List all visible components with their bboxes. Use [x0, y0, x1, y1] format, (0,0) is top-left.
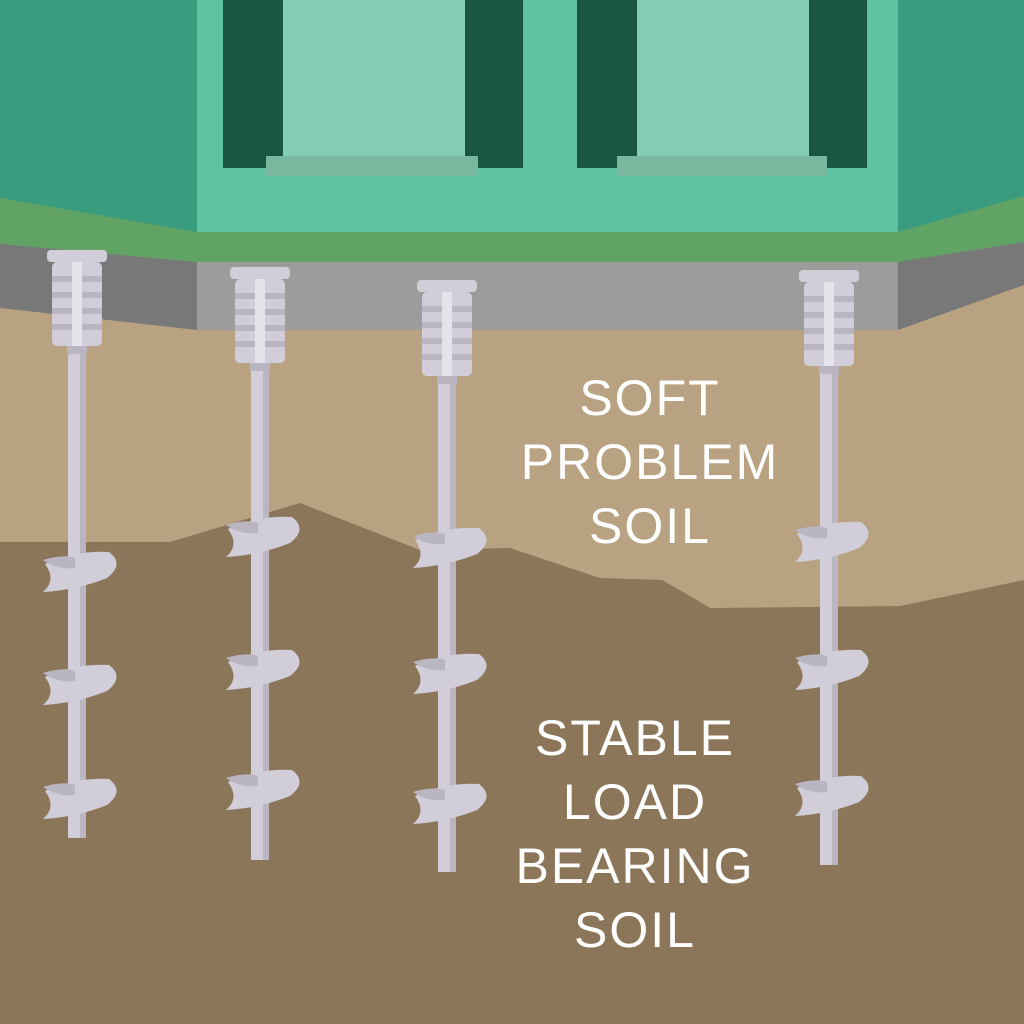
pier-2-helix-3-shade [226, 774, 258, 787]
pier-1-collar [67, 346, 87, 354]
stable-soil-label-line-4: SOIL [574, 902, 696, 958]
pier-4-helix-3-shade [795, 780, 827, 793]
pier-1-helix-1-shade [43, 556, 75, 569]
pier-4-cap [799, 270, 859, 282]
stable-soil-label-line-1: STABLE [534, 710, 736, 766]
pier-4-helix-2-shade [795, 654, 827, 667]
window-left-frame-left [223, 0, 283, 168]
pier-4-collar [819, 366, 839, 374]
window-right-sill [617, 156, 827, 176]
window-right-frame-left [577, 0, 637, 168]
stable-soil-label-line-2: LOAD [562, 774, 708, 830]
stable-soil-label-line-3: BEARING [515, 838, 755, 894]
pier-3-bracket-strap [442, 292, 452, 376]
stable-load-bearing-soil-label: STABLE LOAD BEARING SOIL [480, 706, 790, 962]
pier-2-helix-1-shade [226, 521, 258, 534]
soft-problem-soil-label: SOFT PROBLEM SOIL [500, 366, 800, 558]
pier-1-helix-2-shade [43, 669, 75, 682]
pier-2-cap [230, 267, 290, 279]
pier-2-collar [250, 363, 270, 371]
window-right-glass [637, 0, 809, 158]
pier-3-shaft-shade [450, 360, 456, 872]
helical-piers [43, 250, 869, 872]
pier-3-helix-3-shade [413, 788, 445, 801]
pier-3-helix-2-shade [413, 658, 445, 671]
pier-2-shaft-shade [263, 347, 269, 860]
house-side-left [0, 0, 197, 232]
soft-soil-label-line-2: PROBLEM [520, 434, 780, 490]
pier-3-cap [417, 280, 477, 292]
pier-3-collar [437, 376, 457, 384]
window-left-frame-right [465, 0, 523, 168]
soft-soil-label-line-1: SOFT [579, 370, 721, 426]
window-left [223, 0, 523, 176]
pier-4-helix-1-shade [795, 526, 827, 539]
window-right-frame-right [809, 0, 867, 168]
pier-4-bracket-strap [824, 282, 834, 366]
pier-2-bracket-strap [255, 279, 265, 363]
window-right [577, 0, 867, 176]
pier-3-helix-1-shade [413, 532, 445, 545]
pier-2-helix-2-shade [226, 654, 258, 667]
pier-4-shaft-shade [832, 350, 838, 865]
pier-1-cap [47, 250, 107, 262]
window-left-sill [266, 156, 478, 176]
soft-soil-label-line-3: SOIL [589, 498, 711, 554]
pier-1-helix-3-shade [43, 783, 75, 796]
foundation-side-right [898, 240, 1024, 330]
window-left-glass [283, 0, 465, 158]
pier-1-bracket-strap [72, 262, 82, 346]
house-side-right [898, 0, 1024, 232]
